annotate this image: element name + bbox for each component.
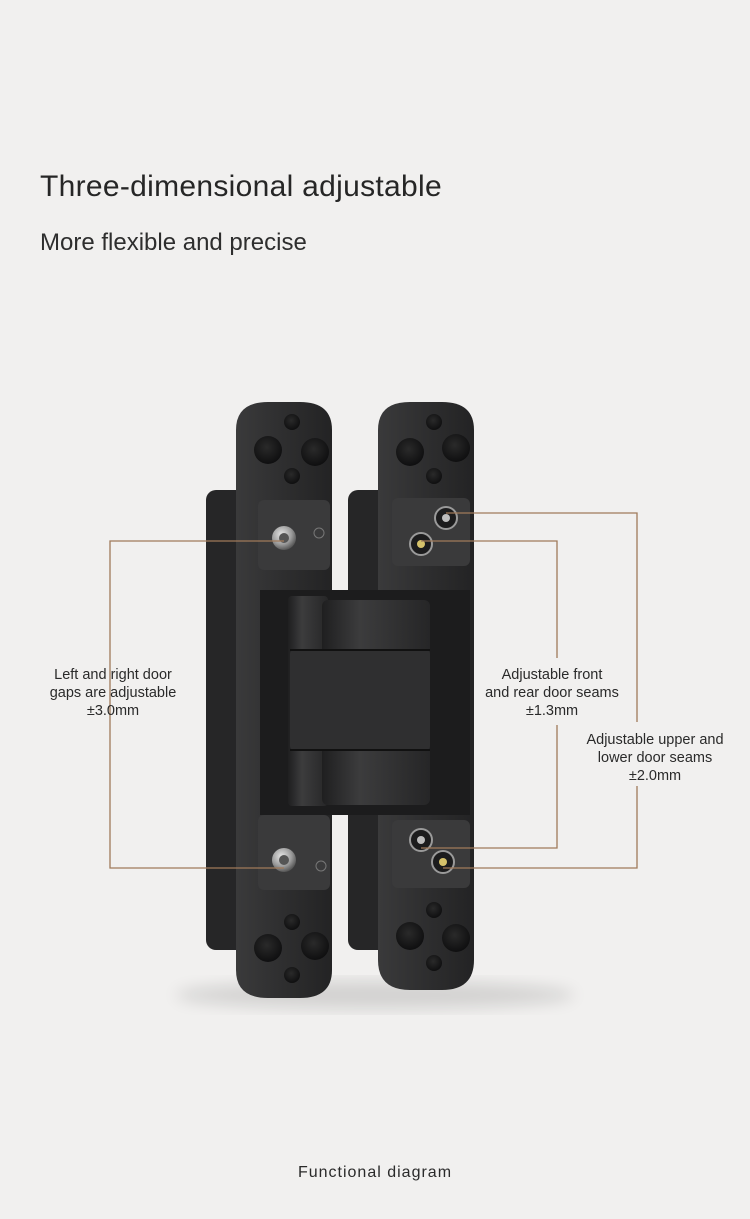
callout-lines (109, 512, 638, 869)
callout-left-right-gaps: Left and right door gaps are adjustable … (28, 666, 198, 720)
callout-line-upper-lower (446, 512, 638, 722)
page-subtitle: More flexible and precise (40, 229, 307, 256)
callout-line-upper-lower-lower (443, 786, 638, 869)
callout-line-left (109, 540, 284, 869)
callout-line-front-rear (421, 540, 558, 658)
callout-upper-lower-line-1: Adjustable upper and (586, 732, 724, 748)
callout-left-value: ±3.0mm (86, 703, 140, 719)
callout-line-front-rear-lower (421, 725, 558, 849)
callout-left-line-2: gaps are adjustable (49, 685, 177, 701)
callout-front-rear-line-1: Adjustable front (501, 667, 603, 683)
page-title: Three-dimensional adjustable (40, 170, 442, 203)
diagram-caption: Functional diagram (297, 1164, 453, 1181)
hinge-barrel (260, 590, 470, 815)
callout-upper-lower-value: ±2.0mm (628, 768, 682, 784)
callout-front-rear-seams: Adjustable front and rear door seams ±1.… (470, 666, 634, 720)
callout-front-rear-value: ±1.3mm (525, 703, 579, 719)
callout-left-line-1: Left and right door (54, 667, 172, 683)
callout-upper-lower-seams: Adjustable upper and lower door seams ±2… (570, 731, 740, 785)
callout-front-rear-line-2: and rear door seams (485, 685, 619, 701)
hinge-shadow (175, 981, 575, 1009)
callout-upper-lower-line-2: lower door seams (597, 750, 713, 766)
